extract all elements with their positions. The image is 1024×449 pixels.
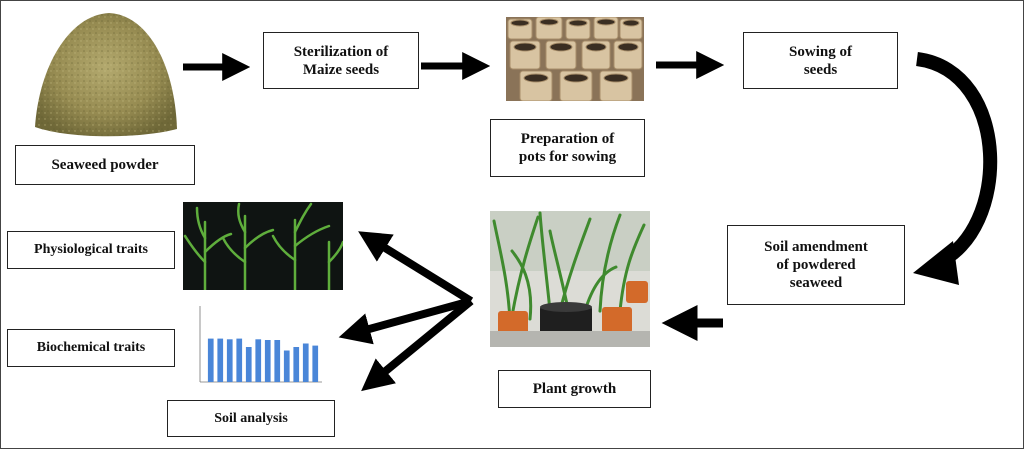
mini-bar bbox=[255, 339, 262, 382]
mini-bar bbox=[217, 338, 224, 382]
seaweed-powder-image bbox=[29, 7, 181, 137]
mini-bar bbox=[245, 347, 252, 382]
biochemical-chart-image bbox=[186, 302, 326, 392]
soil-analysis-box: Soil analysis bbox=[167, 400, 335, 437]
arrow-growth-to-physiological bbox=[358, 231, 474, 305]
mini-bar bbox=[312, 345, 319, 382]
sowing-box: Sowing of seeds bbox=[743, 32, 898, 89]
mini-bar bbox=[274, 340, 281, 382]
mini-bar bbox=[283, 350, 290, 382]
seaweed-powder-label: Seaweed powder bbox=[15, 145, 195, 185]
preparation-box: Preparation of pots for sowing bbox=[490, 119, 645, 177]
arrow-growth-to-soil bbox=[361, 297, 474, 392]
arrow-sowing-to-amendment bbox=[915, 52, 998, 270]
mini-bar bbox=[226, 339, 233, 382]
soil-amendment-box: Soil amendment of powdered seaweed bbox=[727, 225, 905, 305]
maize-plants-image bbox=[183, 202, 343, 290]
mini-bar bbox=[293, 347, 300, 382]
mini-bar bbox=[264, 340, 271, 382]
pots-image bbox=[506, 17, 644, 101]
arrow-growth-to-biochemical bbox=[338, 297, 473, 345]
arrow-sowing-to-amendment-head bbox=[913, 241, 959, 285]
plant-growth-box: Plant growth bbox=[498, 370, 651, 408]
mini-bar-chart bbox=[199, 306, 322, 383]
mini-bar bbox=[236, 338, 243, 382]
plant-growth-image bbox=[490, 211, 650, 347]
biochemical-traits-box: Biochemical traits bbox=[7, 329, 175, 367]
mini-bar bbox=[207, 338, 214, 382]
mini-bar bbox=[302, 343, 309, 382]
physiological-traits-box: Physiological traits bbox=[7, 231, 175, 269]
sterilization-box: Sterilization of Maize seeds bbox=[263, 32, 419, 89]
